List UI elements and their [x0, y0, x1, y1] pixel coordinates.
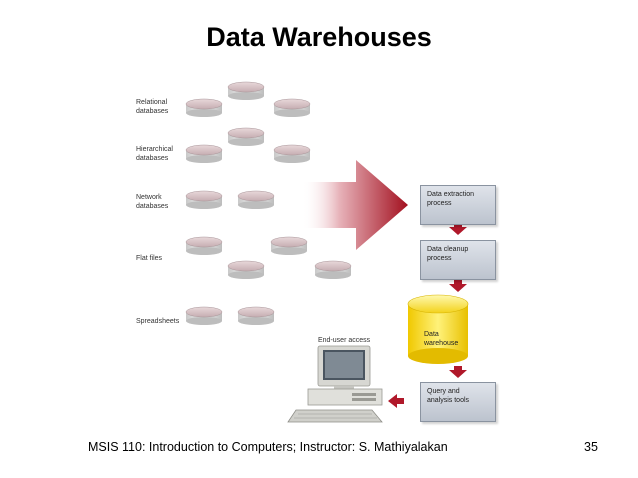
disk-group-spreadsheets: [185, 306, 275, 325]
process-label: Query and analysis tools: [427, 388, 470, 404]
disk-icon: [227, 260, 265, 279]
source-label-hierarchical: Hierarchical databases: [136, 146, 173, 162]
disk-icon: [185, 236, 223, 255]
down-arrow-icon: [449, 223, 467, 235]
process-box-cleanup: Data cleanup process: [420, 240, 496, 280]
disk-icon: [227, 127, 265, 146]
source-label-relational: Relational databases: [136, 99, 169, 115]
warehouse-cylinder-icon: [407, 294, 469, 364]
disk-group-network: [185, 190, 275, 209]
source-label-network: Network databases: [136, 194, 169, 210]
source-label-spreadsheets: Spreadsheets: [136, 318, 180, 325]
footer-course: MSIS 110: Introduction to Computers; Ins…: [88, 440, 448, 454]
source-label-flat: Flat files: [136, 255, 163, 262]
computer-icon: [287, 345, 383, 423]
disk-icon: [185, 306, 223, 325]
process-box-extraction: Data extraction process: [420, 185, 496, 225]
disk-icon: [185, 98, 223, 117]
left-arrow-icon: [388, 394, 404, 408]
disk-group-flat: [185, 236, 352, 279]
disk-group-hierarchical: [185, 127, 311, 163]
disk-icon: [185, 144, 223, 163]
disk-icon: [227, 81, 265, 100]
down-arrow-icon: [449, 280, 467, 292]
disk-icon: [185, 190, 223, 209]
big-arrow: [302, 160, 408, 250]
process-label: Data cleanup process: [427, 246, 469, 262]
process-label: Data extraction process: [427, 191, 475, 207]
slide-title: Data Warehouses: [206, 22, 432, 52]
down-arrow-icon: [449, 366, 467, 378]
disk-icon: [273, 98, 311, 117]
disk-icon: [237, 190, 275, 209]
enduser-access-label: End-user access: [318, 337, 371, 344]
disk-icon: [273, 144, 311, 163]
disk-group-relational: [185, 81, 311, 117]
warehouse-label: Data warehouse: [424, 331, 459, 347]
footer-page-number: 35: [584, 440, 598, 454]
disk-icon: [237, 306, 275, 325]
disk-icon: [314, 260, 352, 279]
process-box-query: Query and analysis tools: [420, 382, 496, 422]
disk-icon: [270, 236, 308, 255]
